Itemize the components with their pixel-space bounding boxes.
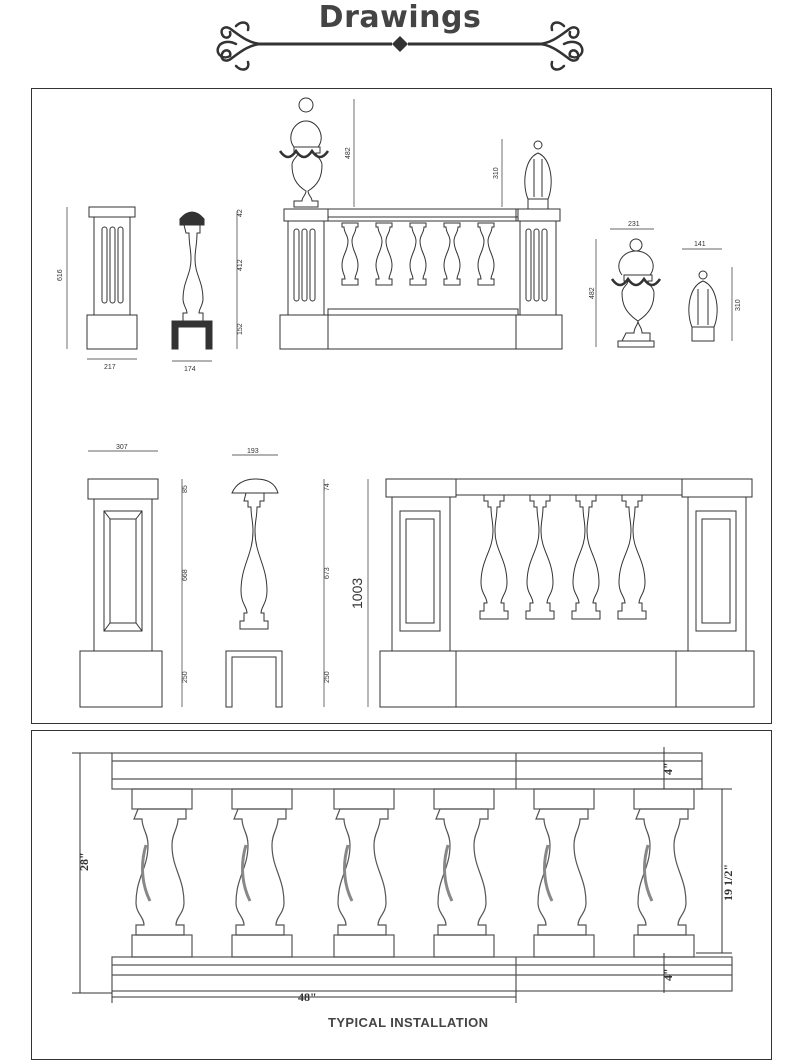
dim-urn-height: 482 bbox=[345, 147, 352, 159]
dim-pillar-width-large: 307 bbox=[116, 444, 128, 451]
dim-finial-height: 310 bbox=[493, 167, 500, 179]
dim-baluster-bottom: 152 bbox=[237, 323, 244, 335]
balustrade-elevation-lower bbox=[367, 478, 755, 708]
dim-pillar-base: 250 bbox=[182, 671, 189, 683]
section-header: Drawings bbox=[0, 0, 800, 82]
installation-top-rail bbox=[111, 752, 703, 790]
dim-finial-height-small: 310 bbox=[735, 299, 742, 311]
dim-installation-span: 48" bbox=[298, 990, 317, 1004]
dim-pillar-width: 217 bbox=[104, 364, 116, 371]
baluster-elevation-small bbox=[171, 211, 238, 362]
page-title: Drawings bbox=[318, 0, 482, 35]
dim-baluster-top: 42 bbox=[237, 209, 244, 217]
dim-installation-top-rail: 4" bbox=[661, 762, 675, 775]
dim-urn-width: 231 bbox=[628, 221, 640, 228]
dim-baluster-body: 412 bbox=[237, 259, 244, 271]
dim-pillar-height: 616 bbox=[57, 269, 64, 281]
installation-drawing-svg: 28" 48" 4" 19 1/2" 4" TYPICAL INSTALLATI… bbox=[72, 747, 735, 1030]
urn-detail bbox=[595, 228, 733, 348]
installation-drawing-panel: 28" 48" 4" 19 1/2" 4" TYPICAL INSTALLATI… bbox=[31, 730, 772, 1060]
dim-baluster-body-large: 673 bbox=[324, 567, 331, 579]
dim-urn-height-small: 482 bbox=[589, 287, 596, 299]
pillar-elevation-small bbox=[66, 206, 138, 360]
installation-dimensions bbox=[72, 747, 732, 1003]
dim-baluster-width-large: 193 bbox=[247, 448, 259, 455]
technical-drawing-svg: 616 217 42 412 152 174 bbox=[57, 97, 755, 708]
dim-baluster-width: 174 bbox=[184, 366, 196, 373]
dim-finial-width: 141 bbox=[694, 241, 706, 248]
technical-drawing-panel: 616 217 42 412 152 174 bbox=[31, 88, 772, 724]
dim-installation-height: 28" bbox=[77, 852, 91, 871]
dim-baluster-base-large: 250 bbox=[324, 671, 331, 683]
installation-bottom-rail bbox=[111, 956, 733, 992]
dim-pillar-cap: 85 bbox=[182, 485, 189, 493]
dim-total-height: 1003 bbox=[349, 578, 365, 609]
pillar-elevation-large bbox=[79, 450, 183, 708]
ornament-divider bbox=[216, 21, 584, 71]
dim-pillar-panel: 668 bbox=[182, 569, 189, 581]
dim-baluster-top-large: 74 bbox=[324, 483, 331, 491]
baluster-elevation-large bbox=[225, 454, 325, 708]
balustrade-elevation-upper bbox=[278, 97, 563, 350]
installation-caption: TYPICAL INSTALLATION bbox=[328, 1015, 488, 1030]
dim-installation-bottom-rail: 4" bbox=[661, 968, 675, 981]
dim-installation-baluster: 19 1/2" bbox=[721, 864, 735, 901]
installation-balusters bbox=[130, 787, 696, 959]
